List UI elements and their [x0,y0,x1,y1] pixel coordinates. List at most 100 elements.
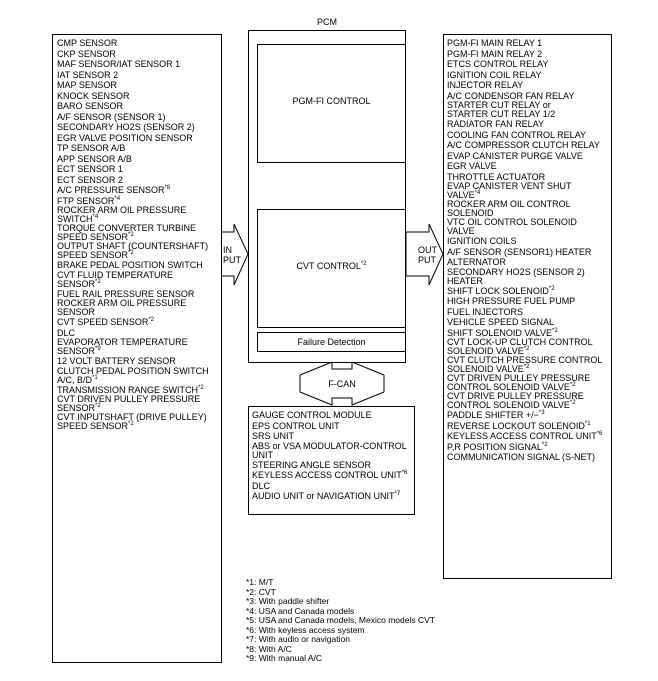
input-item: KNOCK SENSOR [57,91,221,102]
input-item-note: *2 [198,384,204,391]
inputs-box [52,34,222,663]
fcan-item-note: *7 [394,491,401,497]
output-item-text: CVT DRIVEN PULLEY PRESSURE CONTROL SOLEN… [447,373,591,392]
footnote: *8: With A/C [246,643,292,654]
output-item: PGM-FI MAIN RELAY 2 [447,49,611,60]
input-item: ROCKER ARM OIL PRESSURE SWITCH*4 [57,206,221,224]
input-item: ROCKER ARM OIL PRESSURE SENSOR [57,299,221,317]
output-item: IGNITION COILS [447,236,611,247]
input-item-text: EVAPORATOR TEMPERATURE SENSOR [57,337,188,356]
input-item-text: CMP SENSOR [57,38,118,48]
input-item: SECONDARY HO2S (SENSOR 2) [57,122,221,133]
input-item-text: SECONDARY HO2S (SENSOR 2) [57,122,195,132]
output-item: RADIATOR FAN RELAY [447,119,611,130]
failure-box [257,332,406,352]
output-item-note: *6 [596,431,603,437]
input-item: EGR VALVE POSITION SENSOR [57,133,221,144]
output-item-text: PGM-FI MAIN RELAY 2 [447,48,543,59]
input-item-text: 12 VOLT BATTERY SENSOR [57,356,176,366]
output-item: EVAP CANISTER PURGE VALVE [447,151,611,162]
output-item: HIGH PRESSURE FUEL PUMP [447,296,611,307]
footnote: *6: With keyless access system [246,624,365,635]
input-item: CVT INPUTSHAFT (DRIVE PULLEY) SPEED SENS… [57,413,221,431]
output-item: VTC OIL CONTROL SOLENOID VALVE [447,218,611,236]
output-item-text: KEYLESS ACCESS CONTROL UNIT [447,431,597,441]
output-item: A/C COMPRESSOR CLUTCH RELAY [447,140,611,151]
output-item-text: ALTERNATOR [447,257,507,267]
fcan-item-text: KEYLESS ACCESS CONTROL UNIT [252,470,402,480]
input-item: TRANSMISSION RANGE SWITCH*2 [57,385,221,396]
output-item-text: RADIATOR FAN RELAY [447,119,545,129]
output-item: SECONDARY HO2S (SENSOR 2) HEATER [447,267,611,286]
output-item: COOLING FAN CONTROL RELAY [447,130,611,141]
output-item-text: HIGH PRESSURE FUEL PUMP [447,296,576,306]
output-item: STARTER CUT RELAY or STARTER CUT RELAY 1… [447,101,611,119]
footnote: *1: M/T [246,577,274,587]
input-item: DLC [57,328,221,339]
input-item-text: BRAKE PEDAL POSITION SWITCH [57,260,203,270]
output-item-note: *2 [569,382,576,388]
fcan-item: STEERING ANGLE SENSOR [252,460,414,471]
output-item: SHIFT LOCK SOLENOID*2 [447,286,611,297]
input-item-text: BARO SENSOR [57,101,124,111]
output-item: INJECTOR RELAY [447,80,611,91]
input-item: CLUTCH PEDAL POSITION SWITCH A/C, B/D*1 [57,365,221,385]
input-item: CVT SPEED SENSOR*2 [57,317,221,328]
input-item: MAF SENSOR/IAT SENSOR 1 [57,59,221,70]
input-arrow [220,223,249,286]
footnote: *7: With audio or navigation [246,634,350,644]
footnote: *5: USA and Canada models, Mexico models… [246,615,435,625]
output-item-text: CVT DRIVE PULLEY PRESSURE CONTROL SOLENO… [447,391,584,410]
cvt-control-note: *2 [360,261,367,267]
output-arrow [405,223,444,286]
input-item-note: *2 [95,278,101,285]
fcan-item-text: STEERING ANGLE SENSOR [252,459,372,470]
output-item-text: IGNITION COIL RELAY [447,69,542,80]
input-item: OUTPUT SHAFT (COUNTERSHAFT) SPEED SENSOR… [57,242,221,260]
footnote: *4: USA and Canada models [246,605,355,616]
input-item-note: *4 [114,195,121,202]
output-item: P,R POSITION SIGNAL*2 [447,442,611,453]
input-item: BRAKE PEDAL POSITION SWITCH [57,260,221,271]
output-item: PGM-FI MAIN RELAY 1 [447,38,611,49]
fcan-item-text: ABS or VSA MODULATOR-CONTROL UNIT [252,440,407,460]
input-item-text: APP SENSOR A/B [57,153,132,164]
output-item-text: EVAP CANISTER PURGE VALVE [447,150,583,161]
input-item: IAT SENSOR 2 [57,70,221,81]
output-item-text: THROTTLE ACTUATOR [447,171,546,182]
output-item: EGR VALVE [447,161,611,172]
fcan-item-text: SRS UNIT [252,431,295,441]
output-item-text: REVERSE LOCKOUT SOLENOID [447,420,585,431]
output-item-text: SHIFT SOLENOID VALVE [447,327,553,338]
output-item-text: STARTER CUT RELAY or STARTER CUT RELAY 1… [447,100,556,119]
output-item-text: ETCS CONTROL RELAY [447,59,549,69]
output-item-note: *4 [474,190,481,196]
input-item: ECT SENSOR 1 [57,164,221,175]
input-item-text: CVT FLUID TEMPERATURE SENSOR [57,269,174,289]
input-item: BARO SENSOR [57,101,221,112]
input-item-text: CLUTCH PEDAL POSITION SWITCH A/C, B/D [57,365,209,385]
footnotes: *1: M/T*2: CVT*3: With paddle shifter*4:… [246,577,506,664]
output-item: CVT DRIVE PULLEY PRESSURE CONTROL SOLENO… [447,392,611,410]
output-item-text: CVT CLUTCH PRESSURE CONTROL SOLENOID VAL… [447,355,603,374]
output-item: COMMUNICATION SIGNAL (S-NET) [447,452,611,463]
footnote: *9: With manual A/C [246,653,323,663]
input-item: A/F SENSOR (SENSOR 1) [57,112,221,123]
output-item-note: *2 [523,346,530,352]
fcan-item: EPS CONTROL UNIT [252,421,414,432]
input-item-text: CKP SENSOR [57,48,116,59]
failure-label: Failure Detection [297,337,366,347]
footnote: *3: With paddle shifter [246,596,330,606]
input-item-text: KNOCK SENSOR [57,90,130,101]
input-item-note: *2 [128,232,134,238]
input-label: IN PUT [223,245,241,265]
output-item: ALTERNATOR [447,257,611,268]
input-item-text: ROCKER ARM OIL PRESSURE SWITCH [57,205,187,224]
output-item-text: COMMUNICATION SIGNAL (S-NET) [447,452,595,462]
output-item-note: *2 [548,285,555,292]
input-item-note: *9 [95,346,101,352]
output-item: CVT CLUTCH PRESSURE CONTROL SOLENOID VAL… [447,356,611,374]
output-item: PADDLE SHIFTER +/−*3 [447,410,611,421]
input-item: CVT DRIVEN PULLEY PRESSURE SENSOR*2 [57,395,221,413]
